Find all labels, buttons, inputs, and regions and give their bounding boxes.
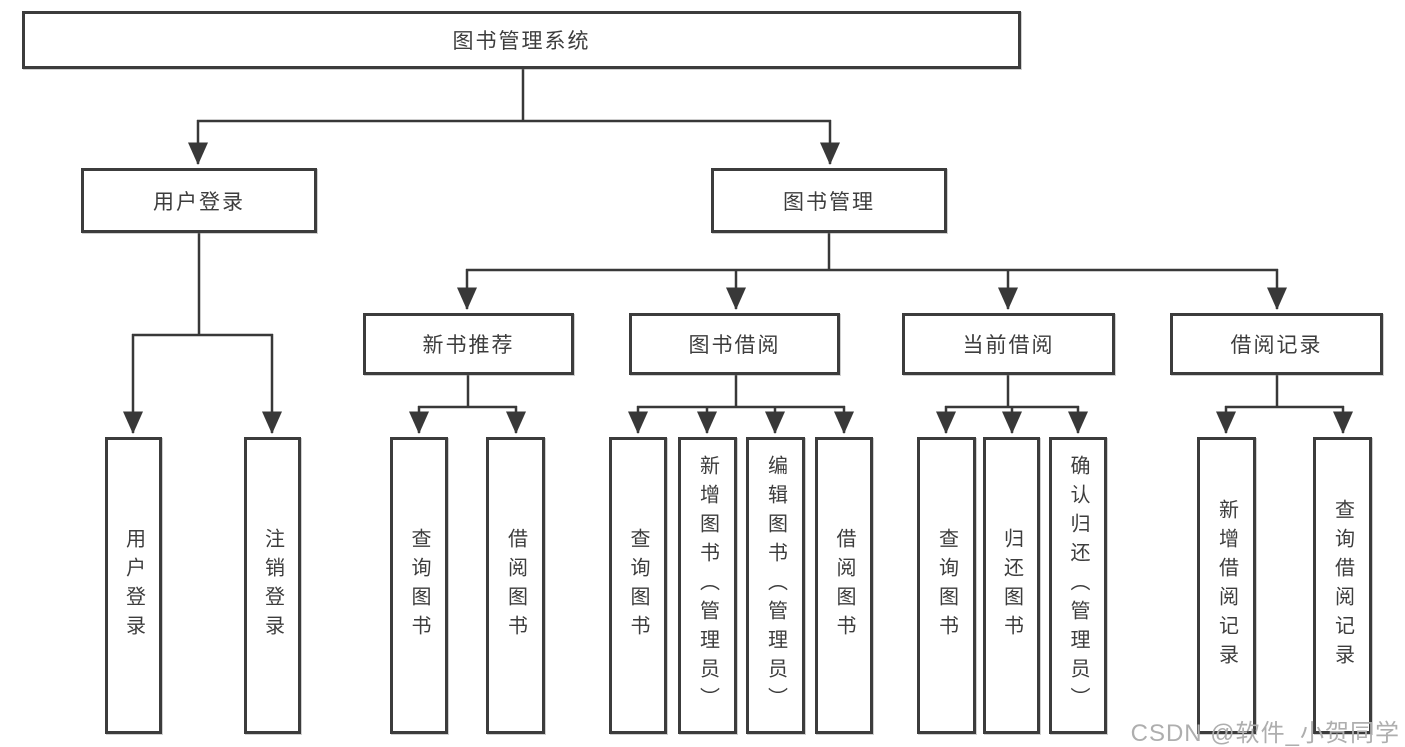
leaf-search-books-3: 查询图书: [917, 437, 976, 734]
csdn-watermark: CSDN @软件_小贺同学: [1130, 720, 1400, 747]
leaf-confirm-return-admin: 确认归还（管理员）: [1049, 437, 1107, 734]
leaf-add-book-admin-label: 新增图书（管理员）: [696, 455, 719, 716]
node-user-login: 用户登录: [81, 168, 317, 233]
leaf-user-login-label: 用户登录: [122, 527, 145, 644]
leaf-search-books-3-label: 查询图书: [935, 527, 958, 644]
connector-user-login-children: [123, 233, 282, 434]
leaf-logout-label: 注销登录: [261, 527, 284, 644]
node-new-book-recommendation: 新书推荐: [363, 313, 574, 375]
leaf-search-books-1: 查询图书: [390, 437, 448, 734]
connector-book-borrow-children: [628, 375, 854, 434]
leaf-user-login: 用户登录: [105, 437, 162, 734]
leaf-search-borrow-record: 查询借阅记录: [1313, 437, 1372, 734]
node-borrowing-records: 借阅记录: [1170, 313, 1383, 375]
leaf-return-book: 归还图书: [983, 437, 1040, 734]
leaf-search-borrow-record-label: 查询借阅记录: [1331, 498, 1354, 673]
leaf-borrow-books-1: 借阅图书: [486, 437, 545, 734]
node-borrowing-records-label: 借阅记录: [1230, 334, 1323, 357]
connector-book-management-children: [457, 233, 1287, 310]
leaf-borrow-books-2: 借阅图书: [815, 437, 873, 734]
leaf-return-book-label: 归还图书: [1000, 527, 1023, 644]
leaf-search-books-2: 查询图书: [609, 437, 667, 734]
leaf-borrow-books-2-label: 借阅图书: [833, 527, 855, 644]
node-user-login-label: 用户登录: [153, 190, 245, 214]
leaf-edit-book-admin-label: 编辑图书（管理员）: [764, 455, 787, 716]
node-library-system: 图书管理系统: [22, 11, 1021, 69]
node-current-borrowing: 当前借阅: [902, 313, 1115, 375]
node-book-borrowing-label: 图书借阅: [688, 334, 781, 357]
node-book-management-label: 图书管理: [783, 190, 875, 214]
node-new-book-recommendation-label: 新书推荐: [422, 334, 515, 357]
node-current-borrowing-label: 当前借阅: [962, 334, 1055, 357]
leaf-borrow-books-1-label: 借阅图书: [504, 527, 527, 644]
connector-new-book-children: [409, 375, 526, 434]
leaf-search-books-1-label: 查询图书: [408, 527, 430, 644]
leaf-add-book-admin: 新增图书（管理员）: [678, 437, 737, 734]
leaf-confirm-return-admin-label: 确认归还（管理员）: [1067, 455, 1089, 716]
leaf-add-borrow-record: 新增借阅记录: [1197, 437, 1256, 734]
node-library-system-label: 图书管理系统: [452, 30, 591, 53]
leaf-logout: 注销登录: [244, 437, 301, 734]
leaf-search-books-2-label: 查询图书: [627, 527, 649, 644]
connector-borrow-record-children: [1216, 375, 1353, 434]
leaf-add-borrow-record-label: 新增借阅记录: [1215, 498, 1238, 673]
connector-current-borrow-children: [936, 375, 1088, 434]
connector-root-to-level2: [188, 68, 840, 165]
node-book-management: 图书管理: [711, 168, 947, 233]
leaf-edit-book-admin: 编辑图书（管理员）: [746, 437, 805, 734]
node-book-borrowing: 图书借阅: [629, 313, 840, 375]
